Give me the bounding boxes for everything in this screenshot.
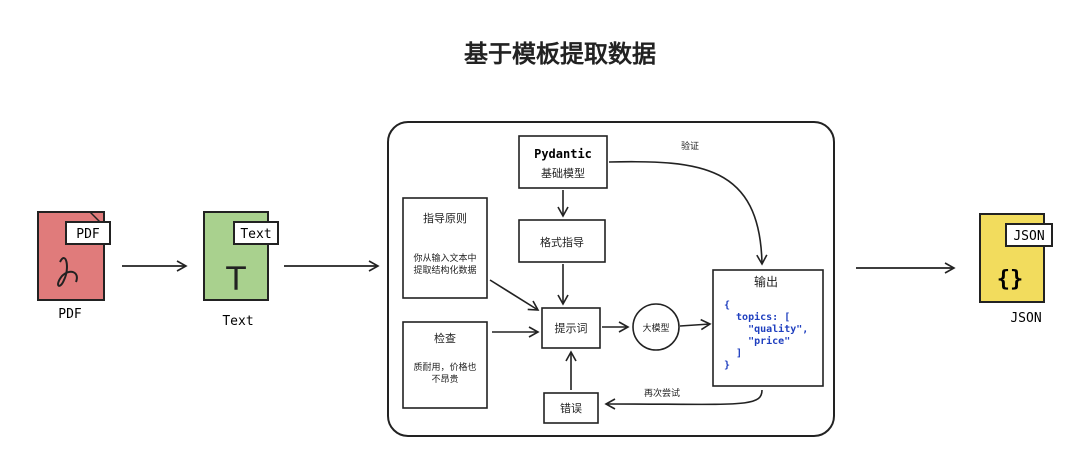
check-text-line2: 不昂贵 xyxy=(431,373,458,385)
text-glyph-icon: T xyxy=(225,260,246,298)
check-text-line1: 质耐用，价格也 xyxy=(413,361,476,373)
text-tag xyxy=(233,221,279,245)
prompt-label: 提示词 xyxy=(555,322,588,335)
json-line: "quality", xyxy=(724,323,808,335)
format-guide-label: 格式指导 xyxy=(540,235,584,249)
pydantic-subtitle: 基础模型 xyxy=(541,166,585,180)
prompt-box xyxy=(541,307,601,349)
error-label: 错误 xyxy=(560,401,582,415)
json-line: ] xyxy=(724,348,742,359)
retry-label: 再次尝试 xyxy=(644,387,680,399)
arrow-llm-to-output xyxy=(679,318,712,331)
text-tag-label: Text xyxy=(240,227,271,242)
json-line: topics: [ xyxy=(724,311,790,323)
text-caption: Text xyxy=(222,314,253,329)
error-box xyxy=(543,392,599,424)
json-document-icon: JSON {} xyxy=(979,213,1053,303)
pydantic-label: Pydantic xyxy=(534,147,592,161)
json-line: "price" xyxy=(724,335,790,347)
json-tag-label: JSON xyxy=(1013,229,1044,244)
json-line: } xyxy=(724,360,730,371)
check-title: 检查 xyxy=(434,331,456,345)
pdf-caption: PDF xyxy=(58,307,82,322)
arrow-verify xyxy=(608,160,768,266)
pdf-tag-label: PDF xyxy=(76,227,100,242)
pdf-document-icon: PDF xyxy=(37,211,111,301)
format-guide-box xyxy=(518,219,606,263)
result-box xyxy=(712,269,824,387)
check-box xyxy=(402,321,488,409)
guideline-title: 指导原则 xyxy=(423,211,467,225)
pydantic-box xyxy=(518,135,608,189)
result-title: 输出 xyxy=(754,274,778,289)
json-braces-icon: {} xyxy=(997,267,1024,292)
llm-label: 大模型 xyxy=(642,322,669,334)
pdf-tag xyxy=(65,221,111,245)
json-caption: JSON xyxy=(1010,311,1041,326)
guideline-text-line1: 你从输入文本中 xyxy=(413,252,476,264)
diagram-title: 基于模板提取数据 xyxy=(464,40,656,68)
arrow-retry xyxy=(604,389,763,410)
guideline-box xyxy=(402,197,488,299)
text-document-icon: Text T xyxy=(203,211,279,301)
acrobat-icon xyxy=(57,257,78,287)
json-line: { xyxy=(724,300,730,311)
json-tag xyxy=(1005,223,1053,247)
verify-label: 验证 xyxy=(681,140,699,152)
guideline-text-line2: 提取结构化数据 xyxy=(413,264,476,276)
arrow-guideline-to-prompt xyxy=(489,279,540,311)
llm-node xyxy=(632,303,680,351)
